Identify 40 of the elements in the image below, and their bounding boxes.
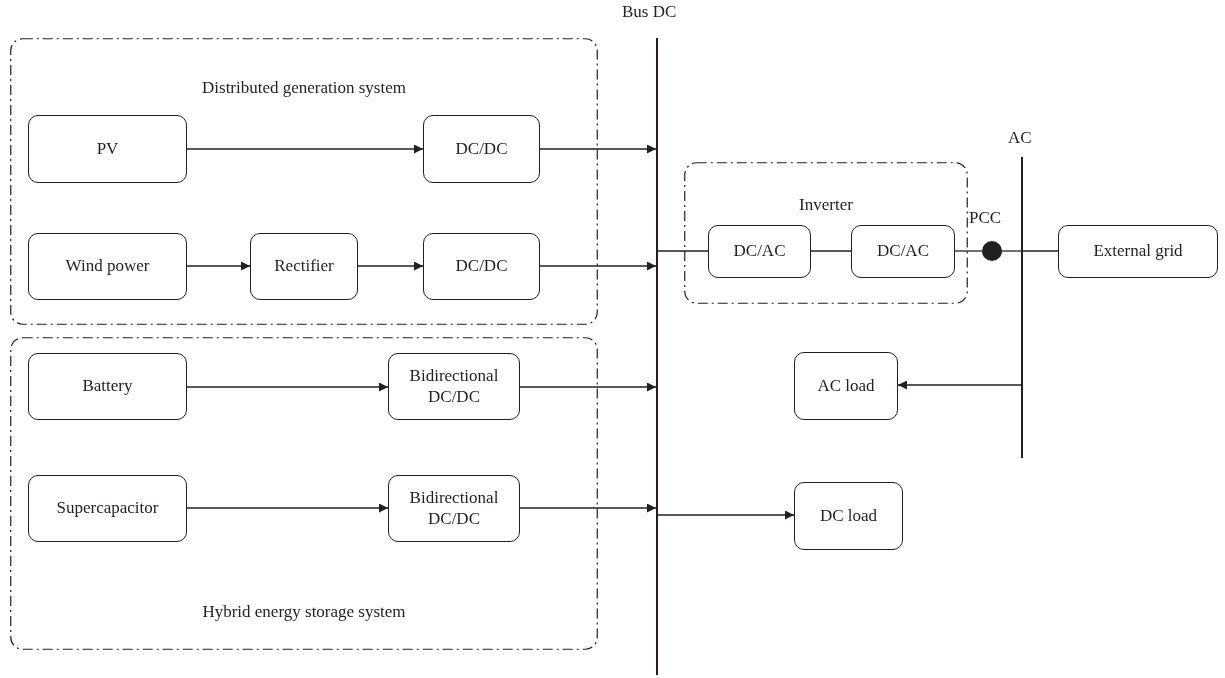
arrow [519,503,657,513]
arrow [357,261,424,271]
connector-line [810,250,852,252]
process-box: Rectifier [250,233,358,300]
arrow [519,382,657,392]
bus-label: Bus DC [622,2,677,22]
dash-dot-group [684,162,968,304]
process-box: AC load [794,352,898,420]
group-title: Inverter [798,195,854,215]
dash-dot-group [10,337,598,650]
process-box: DC/DC [423,115,540,183]
dash-dot-group [10,38,598,325]
arrow [186,144,424,154]
process-box: Bidirectional DC/DC [388,475,520,542]
arrow [186,261,251,271]
connector-line [954,250,983,252]
process-box: Battery [28,353,187,420]
arrow [186,503,389,513]
process-box: DC/AC [851,225,955,278]
process-box: DC/AC [708,225,811,278]
arrow [186,382,389,392]
point-label: PCC [969,208,1002,228]
arrow [657,510,795,520]
connector-line [1022,250,1059,252]
group-title: Distributed generation system [201,78,407,98]
arrow [539,144,657,154]
junction-dot [982,241,1002,261]
process-box: Supercapacitor [28,475,187,542]
connector-line [657,250,709,252]
group-title: Hybrid energy storage system [201,602,407,622]
bus-label: AC [1008,128,1032,148]
arrow [539,261,657,271]
process-box: DC/DC [423,233,540,300]
process-box: DC load [794,482,903,550]
process-box: External grid [1058,225,1218,278]
process-box: Bidirectional DC/DC [388,353,520,420]
process-box: Wind power [28,233,187,300]
arrow [897,380,1022,390]
connector-line [1001,250,1022,252]
process-box: PV [28,115,187,183]
